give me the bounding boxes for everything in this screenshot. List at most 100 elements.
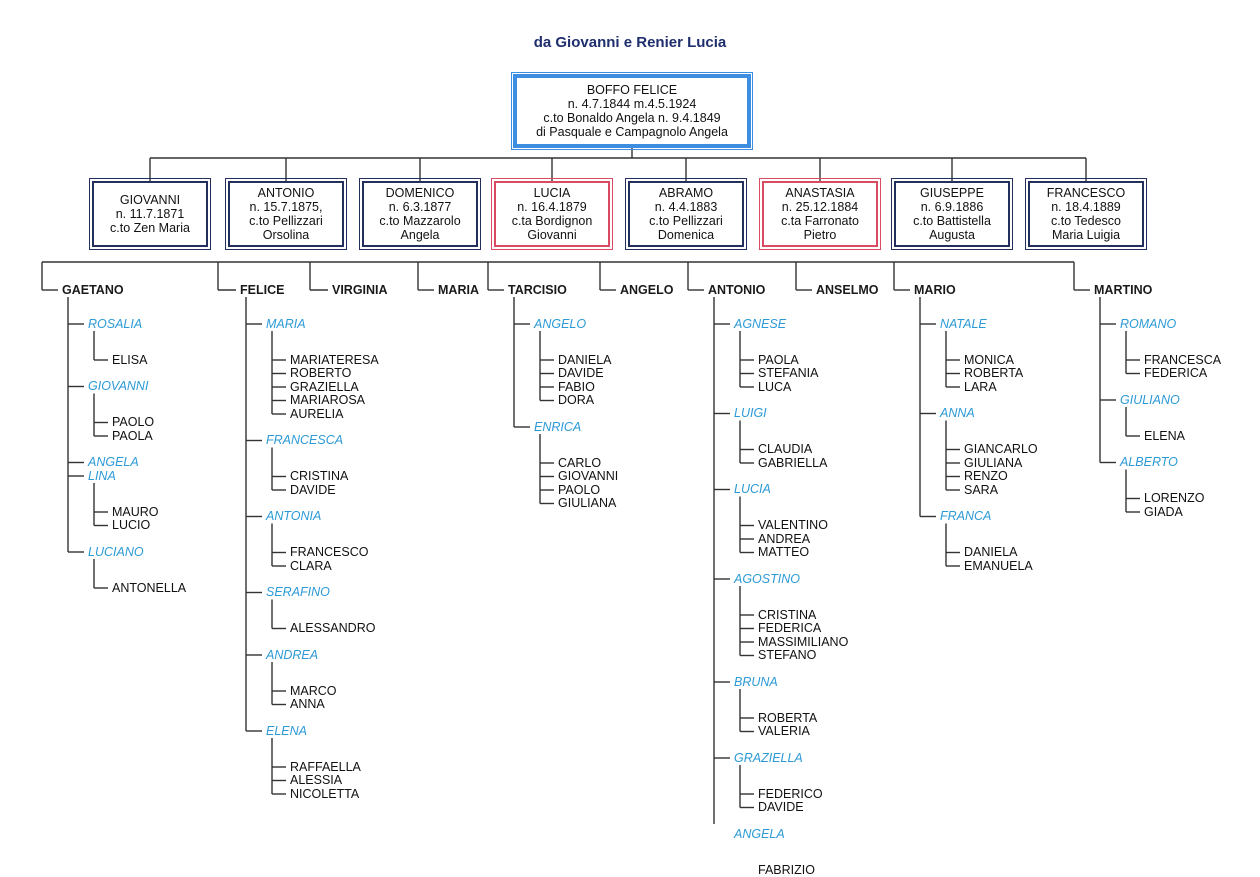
child-person-line: c.ta Bordignon bbox=[511, 214, 593, 228]
child-person-line: Giovanni bbox=[527, 228, 577, 242]
child-person-line: n. 15.7.1875, bbox=[249, 200, 323, 214]
great-great-grandchild-name: ELISA bbox=[110, 352, 150, 367]
great-great-grandchild-name: GIANCARLO bbox=[962, 442, 1040, 456]
grandchild-name: MARTINO bbox=[1092, 282, 1155, 297]
child-person-line: Angela bbox=[400, 228, 440, 242]
child-person-line: n. 6.9.1886 bbox=[920, 200, 984, 214]
grandchild-name: MARIA bbox=[436, 282, 481, 297]
great-great-grandchild-name: ANTONELLA bbox=[110, 580, 189, 595]
great-grandchild-name: FRANCA bbox=[938, 509, 994, 523]
great-grandchild-name: ANTONIA bbox=[264, 509, 324, 523]
child-person-line: c.to Battistella bbox=[913, 214, 991, 228]
great-grandchild-name: GRAZIELLA bbox=[732, 750, 805, 765]
great-grandchild-name: SERAFINO bbox=[264, 585, 332, 599]
great-great-grandchild-name: FEDERICA bbox=[756, 621, 824, 635]
great-grandchild-name: LINA bbox=[86, 468, 118, 483]
great-great-grandchild-name: MARIATERESA bbox=[288, 352, 381, 367]
child-person-line: Pietro bbox=[803, 228, 837, 242]
great-great-grandchild-name: ROBERTO bbox=[288, 366, 354, 380]
grandchild-name: VIRGINIA bbox=[330, 282, 390, 297]
child-person-line: ABRAMO bbox=[658, 186, 714, 200]
great-grandchild-name: AGOSTINO bbox=[732, 571, 802, 586]
great-great-grandchild-name: FRANCESCA bbox=[1142, 352, 1224, 367]
great-great-grandchild-name: PAOLA bbox=[110, 428, 155, 443]
great-great-grandchild-name: MONICA bbox=[962, 352, 1016, 367]
great-grandchild-name: LUCIA bbox=[732, 482, 773, 496]
root-line: n. 4.7.1844 m.4.5.1924 bbox=[567, 97, 697, 111]
great-great-grandchild-name: ELENA bbox=[1142, 428, 1187, 443]
child-person-line: c.to Pellizzari bbox=[249, 214, 323, 228]
child-person-line: LUCIA bbox=[533, 186, 571, 200]
great-grandchild-name: ANNA bbox=[938, 406, 977, 420]
great-grandchild-name: ROMANO bbox=[1118, 316, 1179, 331]
great-great-grandchild-name: CRISTINA bbox=[756, 607, 819, 622]
great-grandchild-name: ROSALIA bbox=[86, 316, 145, 331]
great-grandchild-name: AGNESE bbox=[732, 316, 789, 331]
grandchild-name: MARIO bbox=[912, 282, 958, 297]
child-person-line: Augusta bbox=[929, 228, 975, 242]
great-great-grandchild-name: LUCA bbox=[756, 379, 794, 394]
grandchild-name: ANTONIO bbox=[706, 282, 768, 297]
great-great-grandchild-name: EMANUELA bbox=[962, 558, 1035, 573]
great-great-grandchild-name: GABRIELLA bbox=[756, 455, 830, 470]
great-great-grandchild-name: LUCIO bbox=[110, 518, 153, 532]
great-great-grandchild-name: FABIO bbox=[556, 379, 597, 394]
root-line: c.to Bonaldo Angela n. 9.4.1849 bbox=[543, 111, 721, 125]
great-great-grandchild-name: MARIAROSA bbox=[288, 393, 368, 407]
great-grandchild-name: BRUNA bbox=[732, 674, 780, 689]
connector-lines bbox=[41, 148, 1140, 824]
child-person-line: Orsolina bbox=[262, 228, 310, 242]
great-great-grandchild-name: ANDREA bbox=[756, 531, 813, 546]
great-great-grandchild-name: RAFFAELLA bbox=[288, 759, 363, 774]
great-grandchild-name: GIOVANNI bbox=[86, 379, 151, 393]
great-great-grandchild-name: ALESSIA bbox=[288, 773, 345, 787]
great-great-grandchild-name: GIOVANNI bbox=[556, 469, 621, 483]
great-great-grandchild-name: CLARA bbox=[288, 558, 334, 573]
page-title: da Giovanni e Renier Lucia bbox=[533, 34, 727, 51]
great-great-grandchild-name: ROBERTA bbox=[756, 710, 820, 725]
great-great-grandchild-name: FRANCESCO bbox=[288, 545, 371, 559]
great-grandchild-name: ANGELA bbox=[86, 455, 141, 469]
great-grandchild-name: GIULIANO bbox=[1118, 392, 1182, 407]
great-great-grandchild-name: VALERIA bbox=[756, 724, 812, 738]
great-great-grandchild-name: MASSIMILIANO bbox=[756, 634, 851, 649]
root-person-box: BOFFO FELICE n. 4.7.1844 m.4.5.1924 c.to… bbox=[511, 72, 753, 150]
great-grandchild-name: ALBERTO bbox=[1118, 455, 1180, 469]
child-person-line: DOMENICO bbox=[385, 186, 455, 200]
great-great-grandchild-name: DAVIDE bbox=[556, 366, 606, 380]
great-great-grandchild-name: DANIELA bbox=[962, 545, 1020, 559]
root-line: di Pasquale e Campagnolo Angela bbox=[536, 125, 728, 139]
child-person-line: ANTONIO bbox=[257, 186, 315, 200]
great-great-grandchild-name: MARCO bbox=[288, 683, 339, 698]
grandchild-name: GAETANO bbox=[60, 282, 126, 297]
great-great-grandchild-name: CRISTINA bbox=[288, 469, 351, 483]
great-great-grandchild-name: FABRIZIO bbox=[756, 862, 817, 877]
great-great-grandchild-name: DORA bbox=[556, 393, 597, 407]
grandchild-name: TARCISIO bbox=[506, 282, 569, 297]
great-great-grandchild-name: CLAUDIA bbox=[756, 442, 815, 456]
child-person-line: n. 11.7.1871 bbox=[115, 207, 185, 221]
grandchild-name: ANSELMO bbox=[814, 282, 881, 297]
child-person-line: n. 16.4.1879 bbox=[517, 200, 587, 214]
child-person-line: c.to Tedesco bbox=[1051, 214, 1121, 228]
great-great-grandchild-name: CARLO bbox=[556, 455, 604, 470]
great-great-grandchild-name: DAVIDE bbox=[756, 800, 806, 814]
child-person-line: c.to Mazzarolo bbox=[379, 214, 461, 228]
great-great-grandchild-name: RENZO bbox=[962, 469, 1010, 483]
child-person-line: c.to Pellizzari bbox=[649, 214, 723, 228]
child-person-line: Domenica bbox=[657, 228, 715, 242]
great-grandchild-name: ELENA bbox=[264, 723, 309, 738]
child-person-line: ANASTASIA bbox=[785, 186, 855, 200]
great-great-grandchild-name: AURELIA bbox=[288, 406, 346, 421]
child-person-line: GIUSEPPE bbox=[920, 186, 984, 200]
great-grandchild-name: ANDREA bbox=[264, 647, 321, 662]
great-great-grandchild-name: STEFANIA bbox=[756, 366, 821, 380]
great-grandchild-name: LUIGI bbox=[732, 406, 769, 420]
grandchild-name: FELICE bbox=[238, 282, 287, 297]
